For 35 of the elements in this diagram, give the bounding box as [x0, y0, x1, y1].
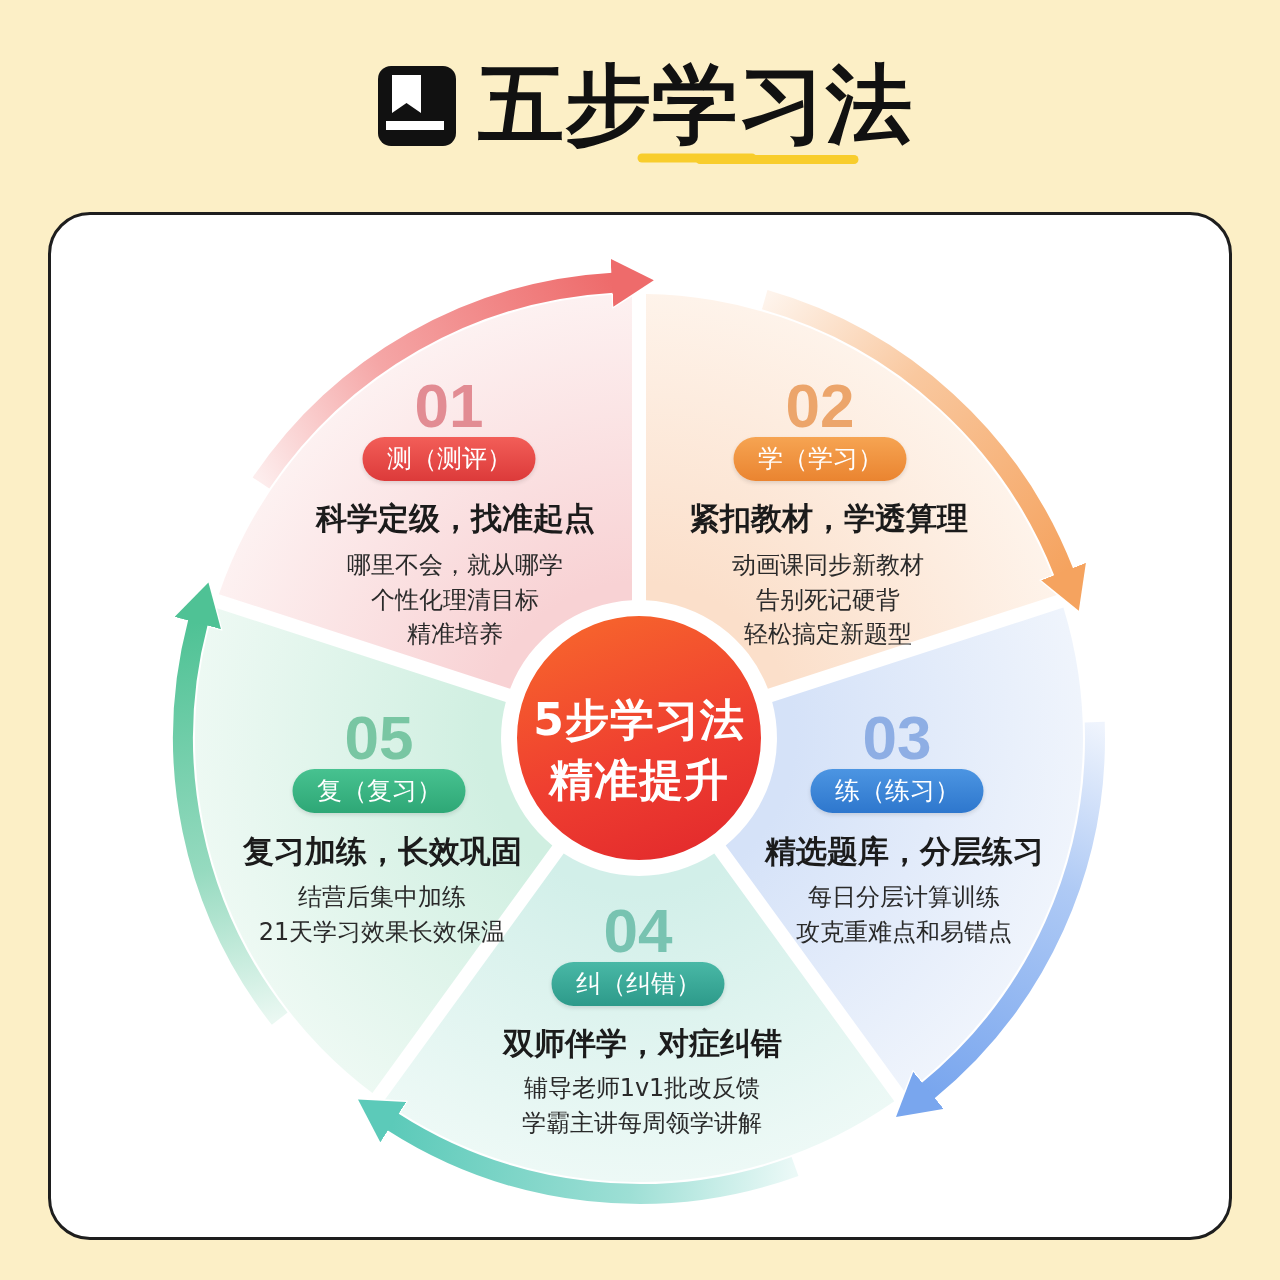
step-description: 每日分层计算训练: [808, 884, 1000, 912]
step-heading: 精选题库，分层练习: [764, 834, 1044, 870]
step-number: 02: [785, 375, 855, 437]
step-heading: 复习加练，长效巩固: [242, 834, 522, 870]
step-description: 轻松搞定新题型: [744, 621, 912, 649]
step-pill: 学（学习）: [733, 437, 907, 481]
step-description: 个性化理清目标: [371, 586, 539, 615]
cycle-arrow: [253, 258, 654, 490]
center-title: 5步学习法: [533, 694, 745, 746]
step-description: 精准培养: [407, 621, 503, 649]
step-pill: 测（测评）: [362, 437, 536, 481]
cycle-arrow: [897, 721, 1105, 1119]
cycle-arrow: [356, 1101, 798, 1204]
step-pill: 纠（纠错）: [551, 962, 725, 1006]
cycle-arrow: [173, 581, 288, 1025]
step-description: 攻克重难点和易错点: [796, 918, 1012, 947]
step-number: 04: [603, 900, 673, 962]
step-description: 动画课同步新教材: [732, 552, 924, 580]
step-number: 05: [344, 707, 414, 769]
step-pill: 练（练习）: [810, 769, 984, 813]
title: 五步学习法: [478, 56, 913, 152]
cycle-arrow: [761, 290, 1086, 610]
step-heading: 科学定级，找准起点: [315, 501, 595, 537]
step-description: 辅导老师1v1批改反馈: [523, 1075, 761, 1103]
step-heading: 紧扣教材，学透算理: [688, 501, 968, 537]
step-number: 01: [414, 375, 484, 437]
step-description: 21天学习效果长效保温: [258, 918, 506, 947]
center-title: 精准提升: [549, 754, 729, 806]
step-description: 学霸主讲每周领学讲解: [522, 1109, 762, 1138]
step-description: 哪里不会，就从哪学: [347, 552, 563, 580]
step-description: 结营后集中加练: [298, 884, 466, 912]
step-number: 03: [862, 707, 932, 769]
step-description: 告别死记硬背: [756, 586, 900, 615]
step-heading: 双师伴学，对症纠错: [502, 1026, 782, 1062]
step-pill: 复（复习）: [292, 769, 466, 813]
